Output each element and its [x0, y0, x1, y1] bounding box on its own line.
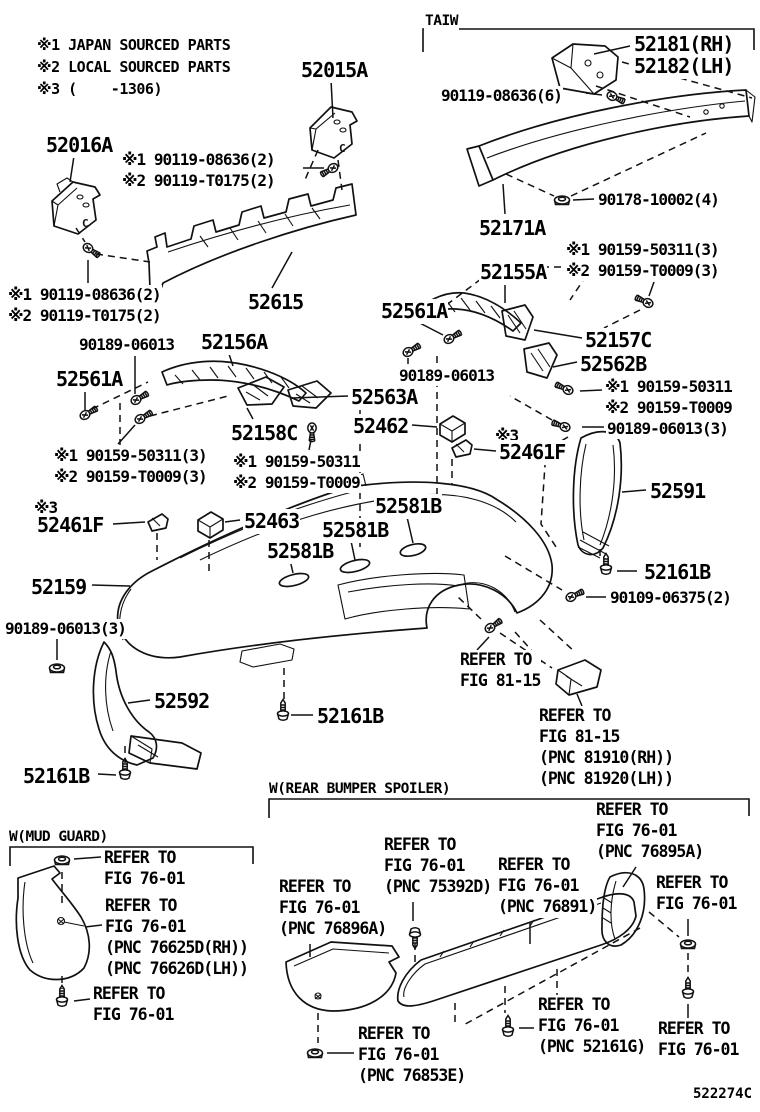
- spoiler-bracket: [269, 799, 749, 818]
- fastener-label-90119-08636-6: 90119-08636(6): [440, 86, 563, 107]
- refer-label-fig81-15-b: REFER TO FIG 81-15 (PNC 81910(RH)) (PNC …: [538, 706, 674, 790]
- fastener-label-90119-t0175-2b: ※2 90119-T0175(2): [7, 306, 162, 327]
- part-52181-drawing: [552, 44, 618, 94]
- section-mud-guard: W(MUD GUARD): [8, 828, 109, 847]
- fastener-label-90119-08636-2a: ※1 90119-08636(2): [121, 150, 276, 171]
- part-52463-drawing: [198, 512, 223, 538]
- mud-guard-bracket: [10, 847, 253, 866]
- part-52615-drawing: [147, 184, 356, 292]
- part-52592-drawing: [93, 642, 201, 769]
- part-spoiler-center-drawing: [398, 894, 636, 1006]
- part-label-52181-rh: 52181(RH): [633, 32, 734, 58]
- part-label-52615: 52615: [247, 290, 304, 316]
- note-date-range: ※3 ( -1306): [37, 80, 162, 98]
- part-mark-c-1: C: [339, 142, 346, 155]
- part-label-52157c: 52157C: [584, 328, 652, 354]
- part-label-52561a-left: 52561A: [55, 367, 123, 393]
- part-label-52158c: 52158C: [230, 421, 298, 447]
- part-label-52592: 52592: [153, 689, 210, 715]
- part-52015a-drawing: C: [310, 107, 357, 158]
- refer-label-spoiler-right: REFER TO FIG 76-01: [655, 873, 737, 915]
- diagram-code: 522274C: [692, 1086, 754, 1104]
- part-label-52461f-left: 52461F: [36, 513, 104, 539]
- part-label-52591: 52591: [649, 479, 706, 505]
- refer-label-spoiler-76891: REFER TO FIG 76-01 (PNC 76891): [497, 855, 597, 918]
- fastener-label-90159-50311-a: ※1 90159-50311: [604, 377, 733, 398]
- part-spoiler-right-wing-drawing: [602, 873, 645, 946]
- fastener-label-90159-50311-b: ※1 90159-50311: [232, 452, 361, 473]
- fastener-label-90159-t0009-b: ※2 90159-T0009: [232, 473, 361, 494]
- refer-label-fig81-15-a: REFER TO FIG 81-15: [459, 650, 541, 692]
- part-label-52562b: 52562B: [579, 352, 647, 378]
- part-label-52161b-bottom-left: 52161B: [22, 764, 90, 790]
- part-fig81-15-bracket-drawing: [556, 660, 601, 695]
- fastener-label-90189-06013-3-right: 90189-06013(3): [606, 419, 729, 440]
- refer-label-spoiler-bottom-right: REFER TO FIG 76-01: [657, 1019, 739, 1061]
- refer-label-mud-3: REFER TO FIG 76-01: [92, 984, 174, 1026]
- section-taiw: TAIW: [424, 12, 459, 31]
- part-label-52016a: 52016A: [45, 133, 113, 159]
- part-52461f-right-drawing: [452, 440, 472, 457]
- part-52462-drawing: [440, 416, 465, 442]
- part-label-52463: 52463: [243, 509, 300, 535]
- refer-label-mud-2: REFER TO FIG 76-01 (PNC 76625D(RH)) (PNC…: [104, 896, 249, 980]
- fastener-label-90189-06013-center: 90189-06013: [398, 366, 495, 387]
- part-label-52581b-1: 52581B: [374, 494, 442, 520]
- refer-label-spoiler-75392d: REFER TO FIG 76-01 (PNC 75392D): [383, 835, 492, 898]
- part-label-52015a: 52015A: [300, 58, 368, 84]
- section-rear-bumper-spoiler: W(REAR BUMPER SPOILER): [268, 780, 452, 799]
- part-label-52161b-right: 52161B: [643, 560, 711, 586]
- part-52158c-drawing: [238, 377, 284, 405]
- fastener-label-90119-08636-2b: ※1 90119-08636(2): [7, 285, 162, 306]
- part-spoiler-left-cap-drawing: [286, 942, 399, 1011]
- refer-label-mud-1: REFER TO FIG 76-01: [103, 848, 185, 890]
- part-label-52171a: 52171A: [478, 216, 546, 242]
- part-label-52581b-3: 52581B: [266, 539, 334, 565]
- part-label-52155a: 52155A: [479, 260, 547, 286]
- part-label-52156a: 52156A: [200, 330, 268, 356]
- fastener-label-90159-t0009-3a: ※2 90159-T0009(3): [565, 261, 720, 282]
- part-52157c-drawing: [502, 305, 533, 340]
- part-52171a-drawing: [467, 90, 755, 186]
- fastener-label-90189-06013-3-left: 90189-06013(3): [4, 619, 127, 640]
- part-label-52561a-right: 52561A: [380, 299, 448, 325]
- part-label-52461f-right: 52461F: [498, 440, 566, 466]
- part-52461f-left-drawing: [148, 514, 168, 531]
- part-label-52159: 52159: [30, 575, 87, 601]
- fastener-label-90178-10002-4: 90178-10002(4): [597, 190, 720, 211]
- refer-label-spoiler-76896a: REFER TO FIG 76-01 (PNC 76896A): [278, 877, 387, 940]
- fastener-label-90189-06013-left: 90189-06013: [78, 335, 175, 356]
- part-mud-guard-drawing: [16, 866, 89, 980]
- fastener-label-90159-50311-3b: ※1 90159-50311(3): [53, 446, 208, 467]
- part-label-52161b-center: 52161B: [316, 704, 384, 730]
- part-mark-c-2: C: [82, 217, 89, 230]
- fastener-label-90159-t0009-3b: ※2 90159-T0009(3): [53, 467, 208, 488]
- refer-label-spoiler-76853e: REFER TO FIG 76-01 (PNC 76853E): [357, 1024, 466, 1087]
- refer-label-spoiler-52161g: REFER TO FIG 76-01 (PNC 52161G): [537, 995, 646, 1058]
- part-label-52563a: 52563A: [350, 385, 418, 411]
- part-52562b-drawing: [524, 343, 557, 378]
- part-52563a-drawing: [288, 381, 331, 408]
- fastener-label-90109-06375-2: 90109-06375(2): [609, 588, 732, 609]
- note-japan-sourced: ※1 JAPAN SOURCED PARTS: [37, 36, 231, 54]
- part-label-52182-lh: 52182(LH): [633, 54, 734, 80]
- part-label-52462: 52462: [352, 414, 409, 440]
- fastener-label-90119-t0175-2a: ※2 90119-T0175(2): [121, 171, 276, 192]
- taiw-bracket: [423, 29, 754, 52]
- fastener-label-90159-t0009-a: ※2 90159-T0009: [604, 398, 733, 419]
- fastener-label-90159-50311-3a: ※1 90159-50311(3): [565, 240, 720, 261]
- note-local-sourced: ※2 LOCAL SOURCED PARTS: [37, 58, 231, 76]
- refer-label-spoiler-76895a: REFER TO FIG 76-01 (PNC 76895A): [595, 800, 704, 863]
